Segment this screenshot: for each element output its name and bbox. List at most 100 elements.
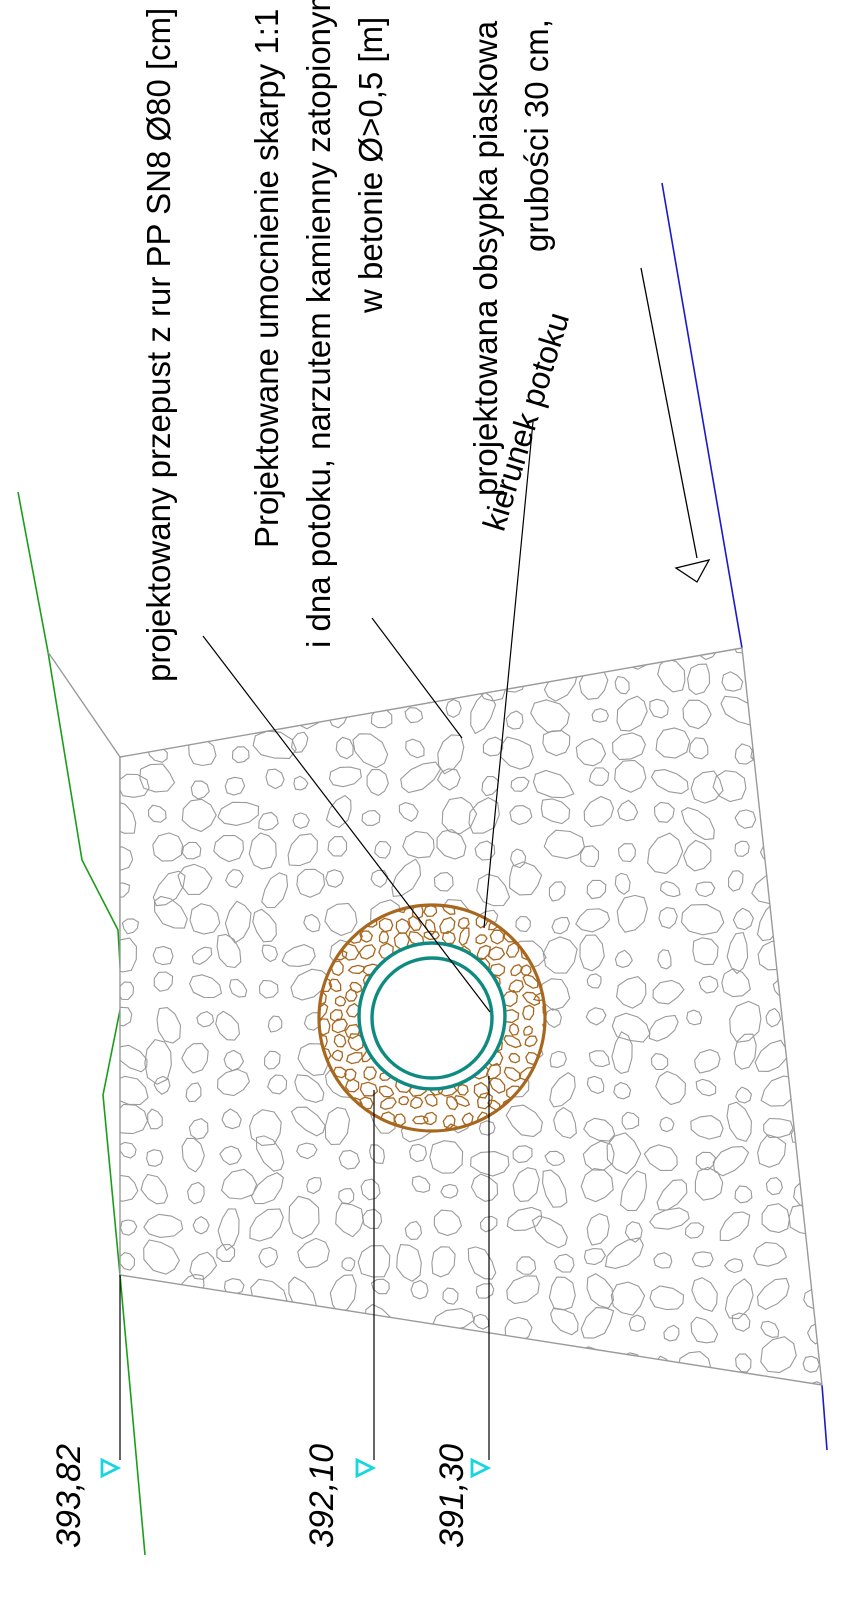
stone-shape [123, 1314, 141, 1332]
stone-shape [224, 900, 252, 944]
stone-shape [486, 1062, 502, 1080]
stone-shape [370, 1278, 390, 1295]
stone-shape [180, 693, 213, 734]
stone-shape [356, 1340, 391, 1376]
stone-shape [580, 845, 600, 868]
stone-shape [537, 1379, 569, 1385]
stone-shape [611, 1031, 633, 1075]
stone-shape [361, 810, 381, 826]
stone-shape [649, 1285, 685, 1311]
stone-shape [341, 1257, 356, 1272]
stone-shape [537, 648, 569, 664]
stone-shape [734, 1185, 753, 1204]
stone-shape [120, 773, 150, 798]
stone-shape [510, 963, 523, 977]
stone-shape [216, 1243, 236, 1262]
stone-shape [645, 1378, 672, 1385]
stone-shape [691, 1251, 714, 1268]
stone-shape [398, 1095, 410, 1106]
stone-shape [505, 710, 524, 730]
stone-shape [248, 832, 277, 870]
stone-shape [473, 1313, 490, 1330]
stone-shape [588, 1050, 611, 1068]
stone-shape [543, 1359, 563, 1375]
stone-shape [799, 672, 818, 689]
stone-shape [181, 841, 202, 860]
stone-shape [338, 1149, 361, 1170]
stone-shape [402, 830, 435, 859]
stone-shape [622, 1374, 645, 1385]
stone-shape [760, 1336, 797, 1374]
stone-shape [591, 708, 610, 723]
stone-shape [655, 1070, 686, 1106]
stone-shape [583, 1247, 607, 1266]
stone-shape [407, 915, 423, 932]
stone-shape [615, 975, 647, 1009]
stone-shape [247, 704, 278, 734]
stone-shape [263, 1050, 281, 1070]
stone-shape [506, 1206, 543, 1232]
stone-shape [649, 698, 669, 719]
stone-shape [757, 1134, 787, 1168]
stone-shape [698, 648, 718, 661]
stone-shape [793, 905, 822, 932]
stone-shape [319, 1018, 331, 1036]
elevation-marker-pipe-bottom [470, 1457, 492, 1479]
stone-shape [153, 895, 188, 929]
stone-shape [412, 1115, 429, 1125]
stone-shape [424, 1093, 438, 1108]
stone-shape [480, 1380, 495, 1385]
stone-shape [735, 1353, 752, 1373]
stone-shape [487, 946, 506, 961]
stone-shape [360, 1178, 381, 1201]
stone-shape [614, 949, 633, 968]
stone-shape [586, 1273, 614, 1309]
stone-shape [345, 1051, 363, 1065]
stone-shape [588, 767, 610, 786]
reinforcement-label-line3: w betonie Ø>0,5 [m] [352, 17, 389, 314]
stone-shape [153, 1075, 171, 1095]
stone-shape [754, 1039, 789, 1072]
stone-shape [734, 809, 757, 829]
stone-shape [681, 904, 725, 936]
stone-shape [682, 1381, 716, 1385]
stone-shape [250, 1172, 284, 1205]
stone-shape [120, 1044, 148, 1073]
stone-shape [219, 648, 250, 667]
stone-shape [152, 832, 184, 862]
stone-shape [659, 1116, 675, 1133]
stone-shape [431, 1246, 456, 1278]
stone-shape [532, 769, 575, 799]
stone-shape [181, 1137, 205, 1173]
stone-shape [341, 942, 360, 961]
stone-shape [213, 835, 244, 863]
stone-shape [432, 672, 456, 691]
water-surface-line [661, 182, 743, 649]
stone-shape [653, 1252, 673, 1269]
stone-shape [712, 1146, 750, 1177]
stone-shape [333, 1312, 351, 1329]
stone-shape [410, 1096, 424, 1110]
stone-shape [291, 731, 309, 753]
stone-shape [732, 907, 754, 931]
stone-shape [771, 1384, 789, 1385]
stone-shape [324, 1343, 363, 1374]
stone-shape [258, 811, 279, 831]
stone-shape [252, 908, 277, 943]
stone-shape [653, 801, 675, 823]
stone-shape [303, 913, 321, 933]
stone-shape [650, 769, 689, 795]
stone-shape [656, 1179, 688, 1211]
flow-arrow-head [674, 559, 711, 583]
stone-shape [806, 950, 822, 968]
stone-shape [120, 1219, 138, 1236]
stone-shape [344, 1023, 361, 1040]
stone-shape [475, 1283, 495, 1299]
stone-shape [532, 990, 545, 1002]
stone-shape [433, 872, 454, 892]
stone-shape [580, 1168, 614, 1203]
stone-shape [659, 880, 681, 898]
stone-shape [357, 1245, 391, 1278]
stone-shape [445, 698, 462, 719]
